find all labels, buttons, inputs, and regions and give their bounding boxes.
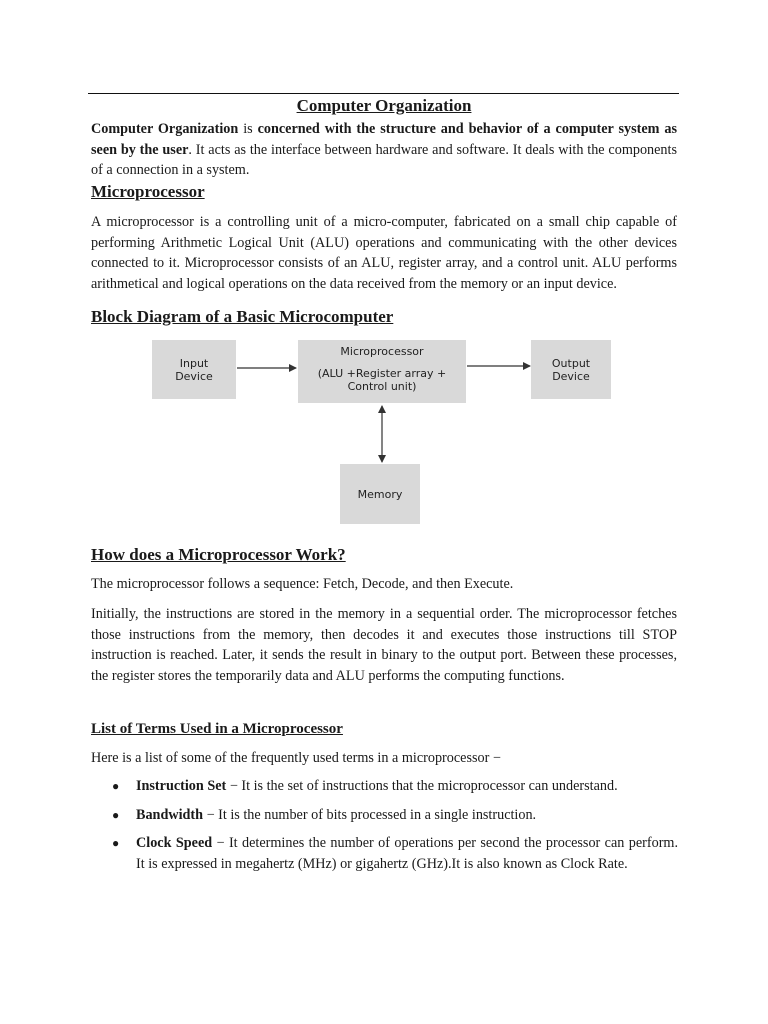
memory-label: Memory xyxy=(357,487,403,501)
microprocessor-heading: Microprocessor xyxy=(91,182,205,201)
intro-paragraph: Computer Organization is concerned with … xyxy=(91,119,677,181)
intro-is: is xyxy=(238,121,258,137)
block-diagram-heading: Block Diagram of a Basic Microcomputer xyxy=(91,307,394,326)
intro-term: Computer Organization xyxy=(91,121,239,137)
term-description: − It is the number of bits processed in … xyxy=(203,806,537,823)
list-item: ● Instruction Set − It is the set of ins… xyxy=(110,776,678,797)
input-device-box: Input Device xyxy=(152,340,236,399)
term-description: − It determines the number of operations… xyxy=(136,835,679,872)
term-description: − It is the set of instructions that the… xyxy=(226,778,618,794)
page-title: Computer Organization xyxy=(296,96,472,115)
bullet-icon: ● xyxy=(112,836,120,850)
list-item: ● Clock Speed − It determines the number… xyxy=(110,833,678,874)
list-item: ● Bandwidth − It is the number of bits p… xyxy=(110,805,678,826)
intro-bold-definition: concerned with the structure and behavio… xyxy=(91,121,677,158)
microprocessor-paragraph: A microprocessor is a controlling unit o… xyxy=(91,214,677,292)
output-device-label-line1: Output xyxy=(551,356,591,370)
output-device-box: Output Device xyxy=(531,340,611,399)
terms-heading: List of Terms Used in a Microprocessor xyxy=(91,721,343,737)
bullet-icon: ● xyxy=(112,779,120,793)
term-name: Instruction Set xyxy=(136,778,227,794)
term-name: Bandwidth xyxy=(136,806,204,823)
microprocessor-label-line1: Microprocessor xyxy=(340,345,424,358)
top-rule xyxy=(88,93,679,94)
terms-intro: Here is a list of some of the frequently… xyxy=(91,750,501,766)
output-device-label-line2: Device xyxy=(552,369,590,383)
bullet-icon: ● xyxy=(112,807,120,822)
intro-rest: . It acts as the interface between hardw… xyxy=(91,141,677,179)
how-heading: How does a Microprocessor Work? xyxy=(91,545,346,564)
microprocessor-label-line3: Control unit) xyxy=(347,380,417,393)
memory-box: Memory xyxy=(340,464,420,524)
input-device-label-line2: Device xyxy=(175,369,213,383)
microprocessor-box: Microprocessor (ALU +Register array + Co… xyxy=(298,340,466,403)
how-paragraph-2: Initially, the instructions are stored i… xyxy=(91,606,677,684)
how-paragraph-1: The microprocessor follows a sequence: F… xyxy=(91,576,514,592)
input-device-label-line1: Input xyxy=(179,356,209,370)
term-name: Clock Speed xyxy=(136,835,213,851)
microprocessor-label-line2: (ALU +Register array + xyxy=(317,367,447,380)
terms-list: ● Instruction Set − It is the set of ins… xyxy=(110,776,678,882)
